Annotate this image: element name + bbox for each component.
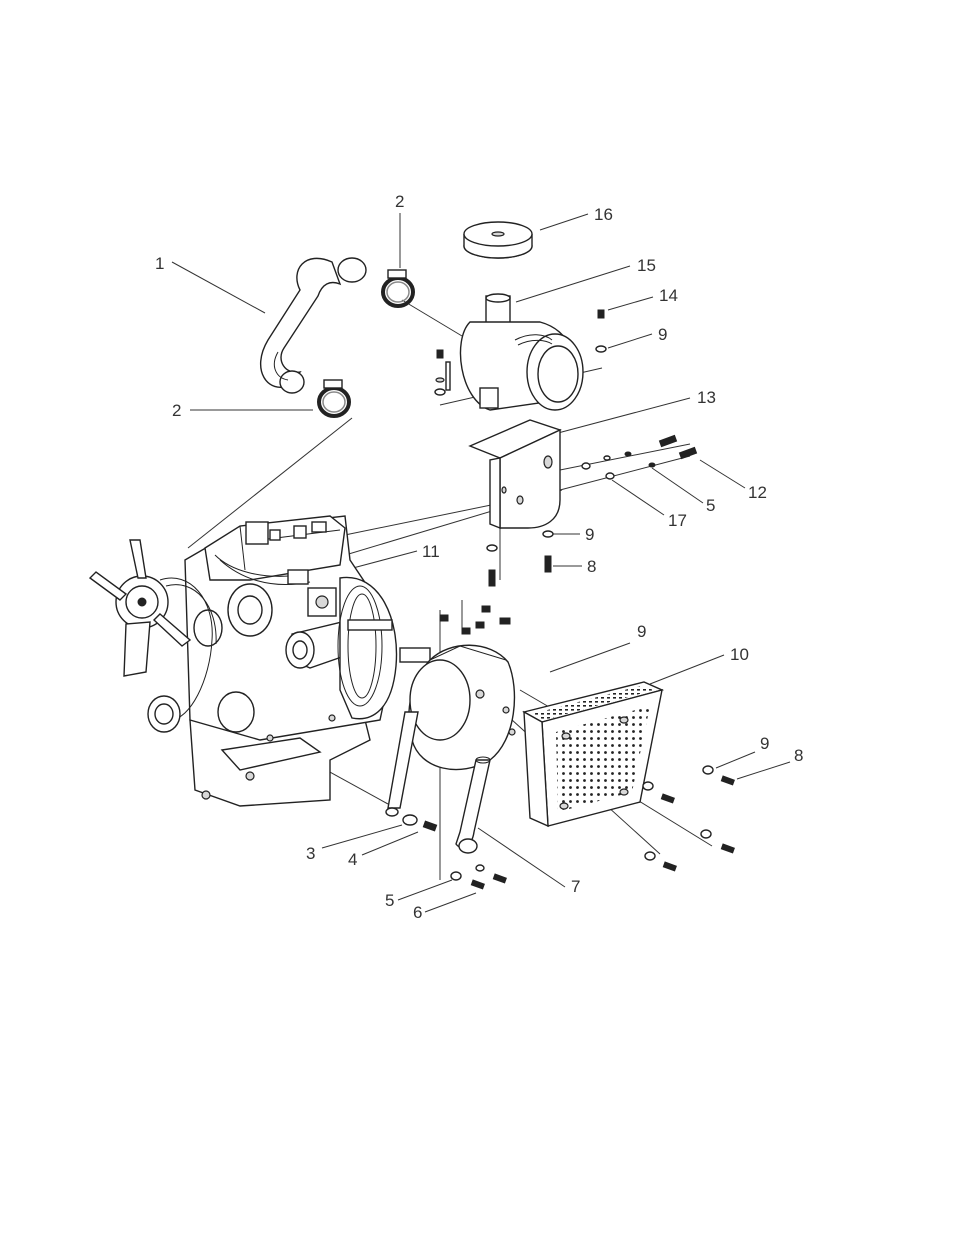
callout-6: 6 xyxy=(413,903,422,922)
rain-cap-icon xyxy=(464,222,532,258)
leader-5-lower xyxy=(398,880,452,900)
tailpipe-icon xyxy=(456,757,490,853)
callout-9-bracket: 9 xyxy=(585,525,594,544)
callout-8-bracket: 8 xyxy=(587,557,596,576)
leader-4 xyxy=(362,832,418,855)
air-cleaner-icon xyxy=(435,294,606,410)
leader-3 xyxy=(322,825,402,848)
callout-12: 12 xyxy=(748,483,767,502)
callout-9-top: 9 xyxy=(658,325,667,344)
callout-2-upper: 2 xyxy=(395,192,404,211)
callout-9-guard: 9 xyxy=(760,734,769,753)
leader-8-guard xyxy=(737,762,790,779)
leader-12 xyxy=(700,460,745,488)
assembly-line-washers xyxy=(560,456,690,490)
assembly-line-bracket-engine xyxy=(340,504,496,536)
callout-13: 13 xyxy=(697,388,716,407)
leader-16 xyxy=(540,214,588,230)
callout-3: 3 xyxy=(306,844,315,863)
callout-5-upper: 5 xyxy=(706,496,715,515)
perforated-guard-icon xyxy=(524,682,734,871)
callout-8-guard: 8 xyxy=(794,746,803,765)
callout-5-lower: 5 xyxy=(385,891,394,910)
leader-9-muffler xyxy=(550,643,630,672)
elbow-hose-icon xyxy=(261,258,366,393)
callout-11: 11 xyxy=(422,542,440,561)
leader-1 xyxy=(172,262,265,313)
assembly-line-clamp-filter xyxy=(402,300,462,336)
callout-1: 1 xyxy=(155,254,164,273)
leader-17 xyxy=(612,480,664,515)
hose-clamp-icon-upper xyxy=(383,270,413,306)
leader-13 xyxy=(558,398,690,433)
leader-9-guard xyxy=(716,752,755,768)
leader-6 xyxy=(425,893,476,912)
callout-7: 7 xyxy=(571,877,580,896)
callout-16: 16 xyxy=(594,205,613,224)
mounting-bracket-icon xyxy=(470,420,697,586)
callout-10: 10 xyxy=(730,645,749,664)
callout-17: 17 xyxy=(668,511,687,530)
leader-11 xyxy=(353,551,417,568)
callout-14: 14 xyxy=(659,286,678,305)
leader-15 xyxy=(516,266,630,302)
callout-2-lower: 2 xyxy=(172,401,181,420)
leader-14 xyxy=(608,297,653,310)
hose-clamp-icon-lower xyxy=(319,380,349,416)
leader-5-upper xyxy=(652,468,703,503)
engine-icon xyxy=(90,516,430,806)
callout-15: 15 xyxy=(637,256,656,275)
leader-9-top xyxy=(608,334,652,348)
callout-4: 4 xyxy=(348,850,357,869)
assembly-line-bolts xyxy=(560,444,690,470)
callout-9-muffler: 9 xyxy=(637,622,646,641)
leader-7 xyxy=(478,828,565,887)
leader-10 xyxy=(650,655,724,684)
